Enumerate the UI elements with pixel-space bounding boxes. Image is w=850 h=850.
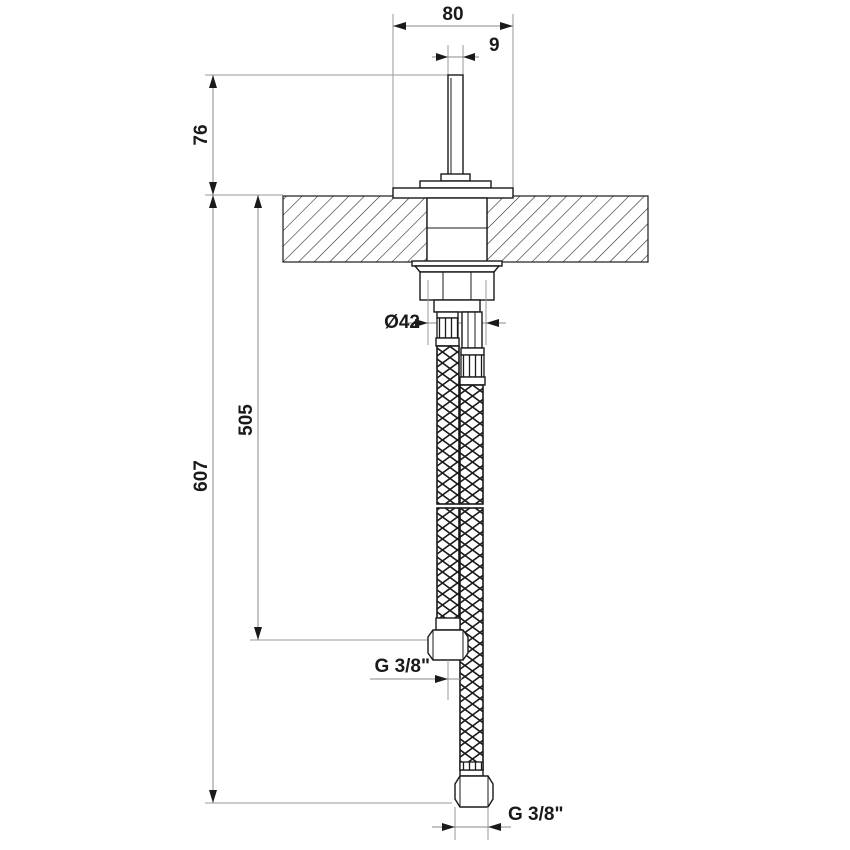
dimension-width-80: 80 [392, 4, 514, 195]
deck-flange-plate [392, 187, 514, 199]
dimension-height-76: 76 [191, 74, 450, 195]
hose-coupling-lower [459, 761, 484, 777]
lock-nut-assembly [419, 271, 495, 313]
dimension-label-80: 80 [442, 4, 463, 25]
mounting-washer [411, 260, 503, 273]
dimension-thread-upper: G 3/8" [370, 656, 462, 700]
dimension-label-76: 76 [191, 124, 212, 145]
dimension-label-9: 9 [489, 35, 500, 56]
control-spindle [447, 74, 464, 181]
dimension-label-607: 607 [191, 460, 212, 492]
mixer-body [426, 197, 488, 263]
dimension-total-607: 607 [191, 194, 452, 804]
hose-coupling-upper-left [435, 311, 460, 347]
dimension-spindle-9: 9 [432, 35, 500, 78]
dimension-label-diameter-42: Ø42 [384, 312, 420, 333]
dimension-label-thread-lower: G 3/8" [508, 804, 563, 825]
hex-nut-mid [427, 617, 469, 661]
hose-coupling-upper-right [459, 311, 486, 386]
dimension-thread-lower: G 3/8" [432, 804, 563, 840]
hex-nut-bottom [454, 775, 494, 808]
counter-section [282, 195, 649, 263]
dimension-label-thread-upper: G 3/8" [375, 656, 430, 677]
braided-hose-left [436, 345, 460, 631]
braided-hose-right [459, 384, 484, 771]
dimension-hose-505: 505 [236, 194, 448, 641]
dimension-label-505: 505 [236, 404, 257, 436]
